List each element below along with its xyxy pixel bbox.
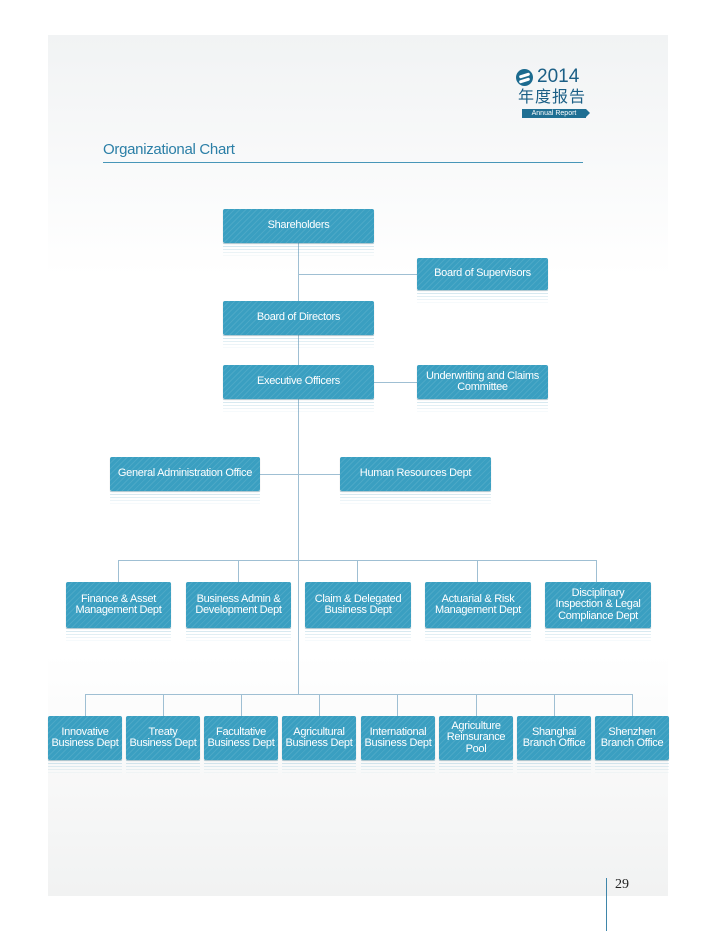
connector-bottom-drop-2 (163, 694, 164, 716)
logo-title-cn: 年度报告 (518, 89, 587, 106)
connector-bottom-drop-6 (476, 694, 477, 716)
org-box-board-of-supervisors: Board of Supervisors (417, 258, 548, 290)
org-box-middle-dept: Finance & Asset Management Dept (66, 582, 171, 628)
logo-year: 2014 (537, 66, 580, 87)
org-box-middle-dept: Actuarial & Risk Management Dept (425, 582, 531, 628)
org-box-middle-dept: Claim & Delegated Business Dept (305, 582, 411, 628)
connector-middle-drop-3 (357, 560, 358, 582)
org-box-human-resources: Human Resources Dept (340, 457, 491, 491)
connector-bottom-drop-5 (397, 694, 398, 716)
connector-bottom-row-bar (85, 694, 633, 695)
org-box-business-unit: Innovative Business Dept (48, 716, 122, 760)
org-box-business-unit: Shenzhen Branch Office (595, 716, 669, 760)
connector-middle-drop-2 (238, 560, 239, 582)
org-box-board-of-directors: Board of Directors (223, 301, 374, 335)
connector-bottom-drop-4 (319, 694, 320, 716)
connector-supervisors (298, 274, 418, 275)
connector-staff-offices (260, 474, 341, 475)
connector-committee (373, 382, 418, 383)
org-box-business-unit: Facultative Business Dept (204, 716, 278, 760)
org-box-business-unit: Shanghai Branch Office (517, 716, 591, 760)
company-logo-icon (516, 69, 533, 86)
org-box-business-unit: International Business Dept (361, 716, 435, 760)
connector-bottom-drop-7 (554, 694, 555, 716)
connector-bottom-drop-1 (85, 694, 86, 716)
org-box-middle-dept: Disciplinary Inspection & Legal Complian… (545, 582, 651, 628)
annual-report-logo: 2014 年度报告 Annual Report (516, 66, 590, 118)
connector-middle-drop-5 (596, 560, 597, 582)
title-underline (103, 162, 583, 163)
connector-bottom-drop-8 (632, 694, 633, 716)
org-box-general-administration: General Administration Office (110, 457, 260, 491)
org-box-business-unit: Treaty Business Dept (126, 716, 200, 760)
connector-main-spine (298, 243, 299, 695)
org-box-shareholders: Shareholders (223, 209, 374, 243)
org-box-executive-officers: Executive Officers (223, 365, 374, 399)
org-box-underwriting-committee: Underwriting and Claims Committee (417, 365, 548, 399)
connector-middle-drop-4 (477, 560, 478, 582)
org-box-middle-dept: Business Admin & Development Dept (186, 582, 291, 628)
connector-middle-drop-1 (118, 560, 119, 582)
section-title: Organizational Chart (103, 141, 235, 158)
org-box-business-unit: Agricultural Business Dept (282, 716, 356, 760)
org-box-business-unit: Agriculture Reinsurance Pool (439, 716, 513, 760)
page-number: 29 (615, 877, 629, 892)
logo-subtitle: Annual Report (522, 109, 590, 118)
connector-bottom-drop-3 (241, 694, 242, 716)
page-number-divider (606, 878, 607, 931)
